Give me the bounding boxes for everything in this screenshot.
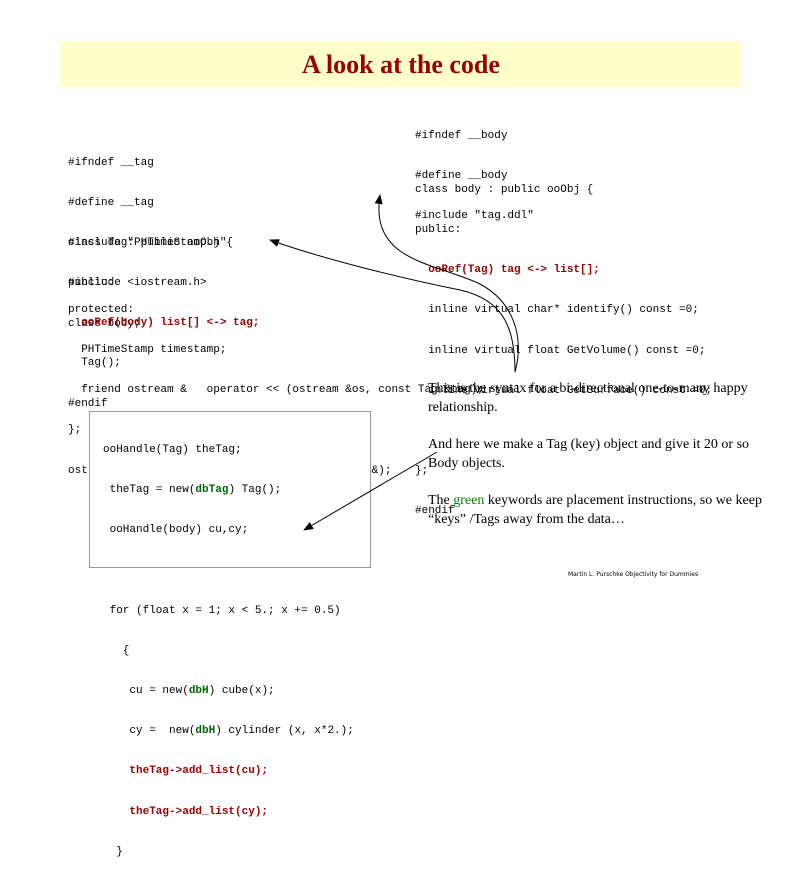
arrow-to-add-list — [303, 451, 438, 531]
code-line: } — [103, 845, 123, 858]
code-text: cu = new( — [103, 685, 189, 698]
usage-code-box — [89, 411, 371, 568]
placement-keyword: dbH — [188, 685, 209, 698]
page-title: A look at the code — [302, 50, 500, 79]
code-text: ) cylinder (x, x*2.); — [215, 725, 354, 738]
note-placement: The green keywords are placement instruc… — [428, 491, 773, 529]
tag-ooref-line: ooRef(body) list[] <-> tag; — [68, 317, 260, 330]
code-line: #ifndef __body — [415, 129, 508, 142]
code-line: #define __tag — [68, 197, 154, 210]
code-line: class body; — [68, 317, 141, 330]
code-line: #include <iostream.h> — [68, 277, 207, 290]
add-list-line: theTag->add_list(cu); — [103, 765, 269, 778]
code-text: cy = new( — [103, 725, 196, 738]
code-line: ooHandle(Tag) theTag; — [103, 443, 242, 456]
code-line: cy = new(dbH) cylinder (x, x*2.); — [103, 725, 354, 738]
note-text: The — [428, 493, 454, 508]
footer-credit: Martin L. Purschke Objectivity for Dummi… — [568, 571, 699, 578]
code-text: ) cube(x); — [208, 685, 275, 698]
note-text: keywords are placement instructions, so … — [428, 493, 762, 527]
code-text: ) Tag(); — [228, 484, 282, 497]
code-text: theTag = new( — [103, 484, 196, 497]
placement-keyword: dbTag — [195, 484, 229, 497]
code-line: #define __body — [415, 170, 508, 183]
tag-header-code: #ifndef __tag #define __tag #include "PH… — [68, 130, 226, 344]
body-ooref-line: ooRef(Tag) tag <-> list[]; — [415, 264, 600, 277]
code-line: class body : public ooObj { — [415, 183, 594, 196]
body-header-code: #ifndef __body #define __body #include "… — [415, 103, 534, 237]
note-relationship: This is the syntax for a bi-directional … — [428, 381, 748, 415]
add-list-line: theTag->add_list(cy); — [103, 805, 269, 818]
tag-endif-code: #endif — [68, 371, 108, 425]
code-line: class Tag: public ooObj { — [68, 236, 234, 249]
green-word: green — [453, 493, 485, 508]
code-line: #endif — [415, 505, 455, 518]
note-tag-object: And here we make a Tag (key) object and … — [428, 437, 750, 471]
code-line: public: — [68, 277, 115, 290]
code-line: #include "tag.ddl" — [415, 210, 534, 223]
code-line: }; — [415, 465, 429, 478]
code-line: #endif — [68, 397, 108, 410]
code-line: protected: — [68, 303, 135, 316]
code-line: ooHandle(body) cu,cy; — [103, 524, 249, 537]
code-line: #include "PHTimeStamp.h" — [68, 237, 227, 250]
code-line: inline virtual float GetVolume() const =… — [415, 344, 706, 357]
arrow-to-body-ooref — [374, 194, 519, 373]
body-class-code: class body : public ooObj { public: ooRe… — [415, 157, 712, 532]
code-line: { — [103, 644, 130, 657]
code-line: friend ostream & operator << (ostream &o… — [68, 384, 484, 397]
code-line: cu = new(dbH) cube(x); — [103, 685, 354, 698]
code-line: public: — [415, 224, 462, 237]
code-line: }; — [68, 424, 82, 437]
tag-class-code: class Tag: public ooObj { public: ooRef(… — [68, 210, 259, 384]
code-line: Tag(); — [68, 357, 121, 370]
code-line: theTag = new(dbTag) Tag(); — [103, 484, 354, 497]
annotation-arrows — [269, 194, 519, 531]
title-band: A look at the code — [60, 41, 742, 87]
code-line: #ifndef __tag — [68, 156, 154, 169]
code-line: inline virtual float GetSurface() const … — [415, 384, 713, 397]
code-line: for (float x = 1; x < 5.; x += 0.5) — [103, 604, 341, 617]
placement-keyword: dbH — [195, 725, 216, 738]
code-line: PHTimeStamp timestamp; — [68, 344, 227, 357]
arrow-to-tag-ooref — [269, 239, 516, 373]
